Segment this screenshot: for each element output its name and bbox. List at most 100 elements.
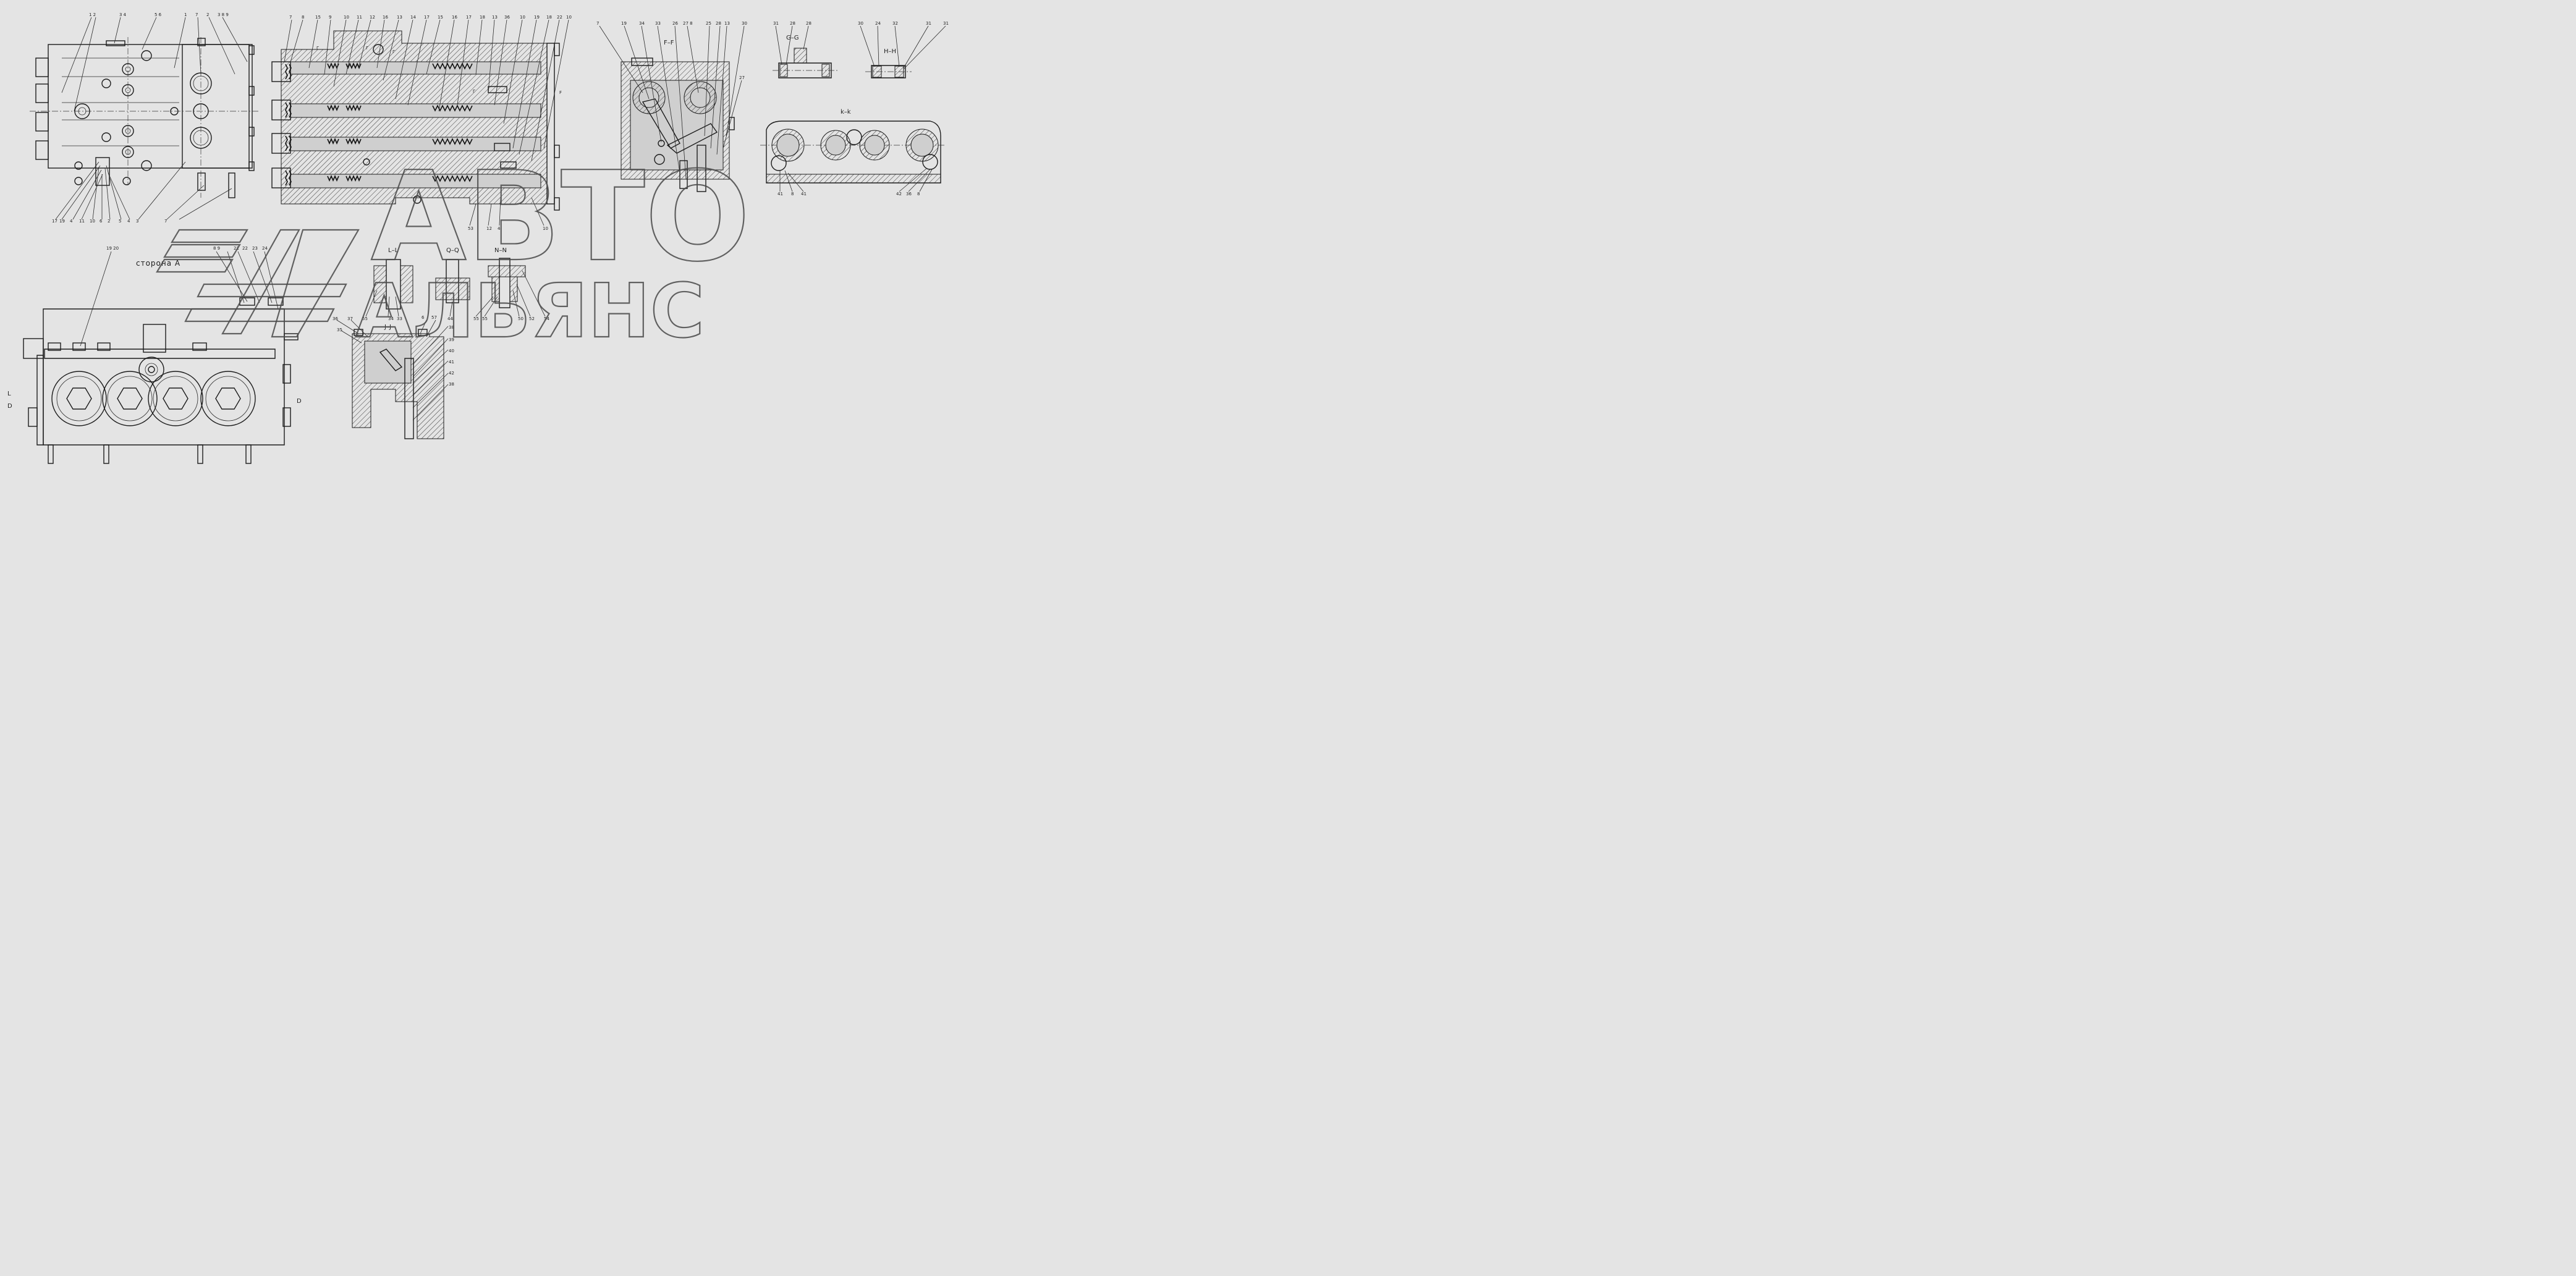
callout: 18 <box>480 15 485 20</box>
callout: 11 <box>357 15 362 20</box>
section-kk: k–k 41 8 41 42 36 8 <box>760 109 946 196</box>
callout: 2 <box>108 219 110 224</box>
callout: 41 <box>801 192 807 196</box>
callout: 55 <box>362 316 368 321</box>
svg-text:Г: Г <box>366 46 368 51</box>
section-label-gg: G–G <box>786 35 799 41</box>
callout: 7 <box>164 219 167 224</box>
svg-text:Г: Г <box>316 46 319 51</box>
svg-text:L: L <box>7 391 11 397</box>
callout: 41 <box>449 360 454 365</box>
callouts-gg: 31 28 28 <box>773 21 811 26</box>
callout: 1 2 <box>89 12 96 17</box>
section-label-jj: J–J <box>384 324 391 331</box>
callout: 30 <box>742 21 747 26</box>
callout: 2 <box>206 12 209 17</box>
callout: 22 <box>557 15 562 20</box>
callout: 33 <box>397 316 402 321</box>
callout: 8 <box>917 192 920 196</box>
callout: 10 <box>566 15 572 20</box>
watermark-text-avto: АВТО <box>371 145 750 289</box>
callout: 8 <box>302 15 304 20</box>
section-ff: F–F 7 19 34 33 26 27 8 25 28 13 30 27 <box>596 21 747 192</box>
callout: 19 <box>621 21 627 26</box>
side-a-view: сторона А L D D 19 20 8 9 <box>7 246 302 464</box>
section-label-qq: Q–Q <box>446 247 459 254</box>
section-label-hh: H–H <box>884 48 896 55</box>
callout: 24 <box>875 21 881 26</box>
callout: 18 <box>546 15 552 20</box>
callout: 6 <box>422 315 425 320</box>
callout: 31 <box>773 21 779 26</box>
callout: 27 <box>739 75 745 80</box>
callout: 33 <box>655 21 661 26</box>
callout: 57 <box>431 315 437 320</box>
section-qq: Q–Q 44 <box>435 247 470 321</box>
callout: 11 <box>79 219 85 224</box>
callout: 26 <box>672 21 678 26</box>
section-label-nn: N–N <box>494 247 507 254</box>
section-nn: N–N 55 55 50 52 54 <box>473 247 549 321</box>
callout: 30 <box>858 21 863 26</box>
callout: 34 <box>388 316 394 321</box>
callout: 23 <box>252 246 258 251</box>
callout: 19 20 <box>106 246 119 251</box>
section-jj: J–J 36 37 35 6 57 38 39 40 41 42 38 <box>333 315 454 439</box>
callout: 55 <box>473 316 479 321</box>
callout: 10 <box>520 15 525 20</box>
callout: 12 <box>486 226 492 231</box>
callout: 7 <box>596 21 599 26</box>
callouts-center-top: 7 8 15 9 10 11 12 16 13 14 17 15 16 17 1… <box>289 15 572 20</box>
section-gg: G–G 31 28 28 <box>773 21 837 78</box>
callout: 13 <box>492 15 498 20</box>
callout: 7 <box>195 12 198 17</box>
callouts-nn: 55 55 50 52 54 <box>473 316 549 321</box>
callout: 13 <box>724 21 730 26</box>
callout: 31 <box>943 21 949 26</box>
callout: 37 <box>347 316 353 321</box>
callout: 19 <box>534 15 540 20</box>
callout: 1 <box>184 12 187 17</box>
view-marker-d-left: D <box>7 403 12 410</box>
section-label-ff: F–F <box>664 40 674 46</box>
callout: 10 <box>344 15 349 20</box>
callout: 5 6 <box>155 12 162 17</box>
callout: 54 <box>544 316 549 321</box>
callouts-kk: 41 8 41 42 36 8 <box>777 192 920 196</box>
callout: 38 <box>449 325 454 330</box>
callout: 24 <box>262 246 268 251</box>
callout: 3 <box>136 219 138 224</box>
callout: 6 <box>100 219 103 224</box>
longitudinal-section: Г Г Г Г F 7 8 15 9 10 11 12 16 13 14 17 … <box>271 15 572 231</box>
callout: 36 <box>906 192 912 196</box>
view-marker-d-right: D <box>297 398 302 405</box>
callout: 15 <box>315 15 321 20</box>
callouts-jj: 36 37 35 6 57 38 39 40 41 42 38 <box>333 315 454 387</box>
callout: 19 <box>59 219 65 224</box>
callout: 52 <box>529 316 535 321</box>
callout: 10 <box>90 219 95 224</box>
callout: 28 <box>790 21 795 26</box>
callout: 3 8 9 <box>218 12 229 17</box>
callout: 40 <box>449 349 454 353</box>
callout: 31 <box>926 21 931 26</box>
callout: 34 <box>639 21 645 26</box>
callouts-side-a: 19 20 8 9 21 22 23 24 <box>106 246 268 251</box>
callout: 5 <box>119 219 121 224</box>
callout: 28 <box>716 21 721 26</box>
callout: 3 4 <box>119 12 127 17</box>
watermark-text-alyans: АЛЬЯНС <box>355 269 705 355</box>
callout: 28 <box>806 21 811 26</box>
callout: 39 <box>449 337 454 342</box>
section-label-ll: L–L <box>388 247 399 254</box>
section-hh: H–H 30 24 32 31 31 <box>858 21 949 78</box>
side-a-caption: сторона А <box>136 259 180 268</box>
callout: 50 <box>518 316 523 321</box>
callout: 55 <box>482 316 488 321</box>
callout: 25 <box>706 21 711 26</box>
callout: 14 <box>410 15 416 20</box>
drawing-sheet: 1 2 3 4 5 6 1 7 2 3 8 9 17 19 4 11 10 6 … <box>0 0 969 480</box>
callout: 15 <box>438 15 443 20</box>
hydraulic-distributor-drawing: 1 2 3 4 5 6 1 7 2 3 8 9 17 19 4 11 10 6 … <box>7 12 949 464</box>
callouts-ff: 7 19 34 33 26 27 8 25 28 13 30 27 <box>596 21 747 80</box>
